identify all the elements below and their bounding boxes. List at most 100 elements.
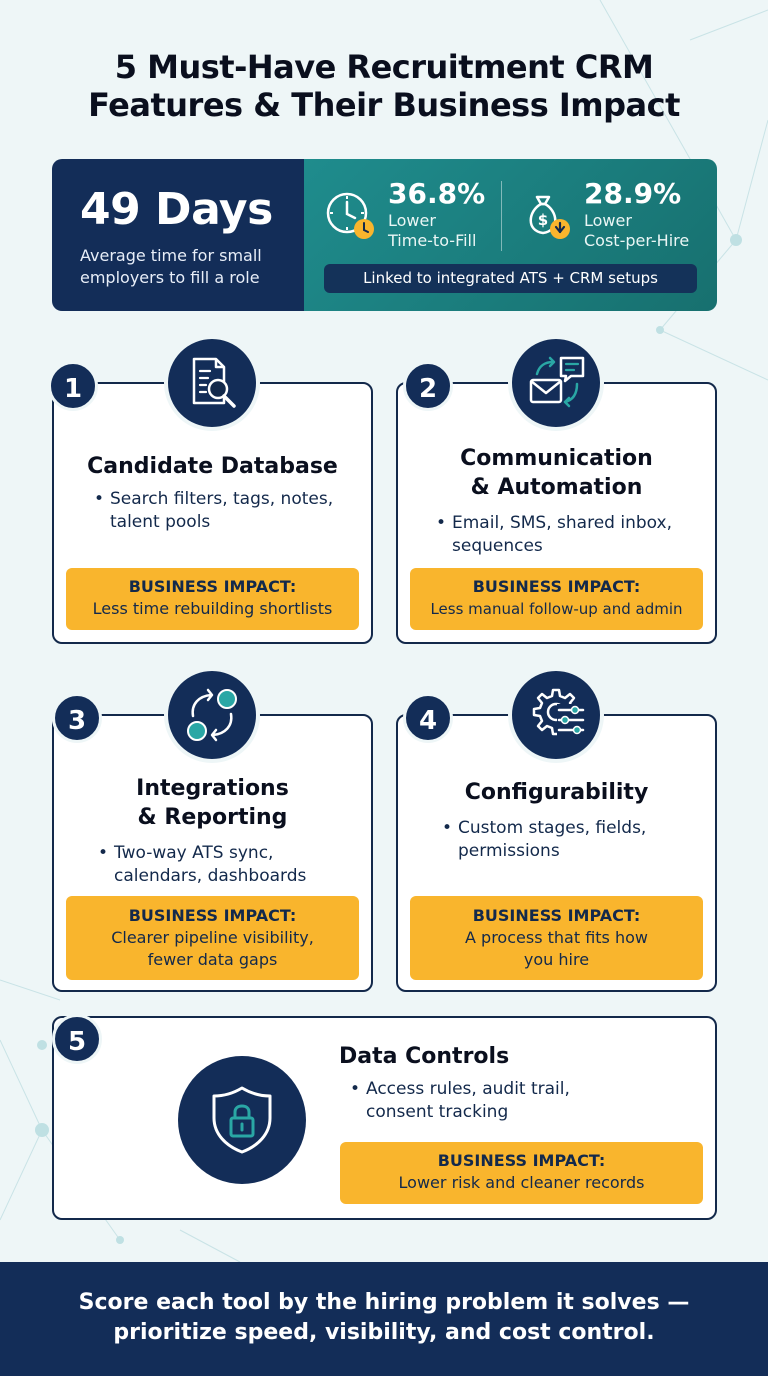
feature-4-number: 4 [403, 693, 453, 743]
feature-4-bullet: • Custom stages, fields, permissions [442, 817, 712, 863]
feature-3-impact-line-1: Clearer pipeline visibility, [111, 928, 314, 947]
feature-2-bullet: • Email, SMS, shared inbox, sequences [436, 512, 711, 558]
feature-1-bullet-line-2: talent pools [110, 512, 211, 532]
feature-5-title-line-1: Data Controls [339, 1044, 510, 1069]
feature-5-icon-circle [178, 1056, 306, 1184]
days-description: Average time for small employers to fill… [80, 245, 304, 289]
feature-1-number: 1 [48, 361, 98, 411]
feature-4-bullet-line-1: Custom stages, fields, [458, 818, 647, 838]
feature-2-impact-label: BUSINESS IMPACT: [472, 577, 641, 596]
days-desc-line-2: employers to fill a role [80, 268, 260, 287]
feature-3-icon-circle [164, 667, 260, 763]
time-to-fill-text: 36.8% Lower Time-to-Fill [388, 177, 485, 251]
feature-2-title-line-1: Communication [460, 446, 653, 471]
feature-card-1: Candidate Database • Search filters, tag… [52, 382, 373, 644]
feature-3-title-line-2: & Reporting [137, 805, 288, 830]
feature-card-5: Data Controls • Access rules, audit trai… [52, 1016, 717, 1220]
feature-4-impact-line-1: A process that fits how [465, 928, 648, 947]
feature-1-title: Candidate Database [54, 452, 371, 481]
time-to-fill-label-1: Lower [388, 211, 436, 230]
footer-line-1: Score each tool by the hiring problem it… [78, 1290, 690, 1315]
bullet-dot: • [94, 489, 105, 509]
feature-1-icon-circle [164, 335, 260, 431]
cost-per-hire-label-1: Lower [584, 211, 632, 230]
feature-5-impact-text: Lower risk and cleaner records [398, 1173, 645, 1192]
feature-1-impact-label: BUSINESS IMPACT: [128, 577, 297, 596]
feature-3-bullet: • Two-way ATS sync, calendars, dashboards [98, 842, 368, 888]
feature-2-icon-circle [508, 335, 604, 431]
feature-3-impact-text: Clearer pipeline visibility, fewer data … [66, 927, 359, 971]
feature-3-impact: BUSINESS IMPACT: Clearer pipeline visibi… [66, 896, 359, 980]
feature-2-bullet-line-2: sequences [452, 536, 543, 556]
time-to-fill-label-2: Time-to-Fill [388, 231, 477, 250]
bullet-dot: • [436, 513, 447, 533]
feature-1-impact: BUSINESS IMPACT: Less time rebuilding sh… [66, 568, 359, 630]
feature-1-bullet: • Search filters, tags, notes, talent poo… [94, 488, 364, 534]
shield-lock-icon [212, 1086, 272, 1154]
feature-4-impact-line-2: you hire [523, 950, 590, 969]
feature-2-impact-text: Less manual follow-up and admin [430, 600, 683, 618]
feature-2-number: 2 [403, 361, 453, 411]
linked-note: Linked to integrated ATS + CRM setups [324, 264, 697, 293]
feature-1-title-line-1: Candidate Database [87, 454, 338, 479]
feature-4-impact-label: BUSINESS IMPACT: [472, 906, 641, 925]
feature-1-impact-text: Less time rebuilding shortlists [92, 599, 333, 618]
feature-1-bullet-line-1: Search filters, tags, notes, [110, 489, 334, 509]
footer-banner: Score each tool by the hiring problem it… [0, 1262, 768, 1376]
feature-4-impact: BUSINESS IMPACT: A process that fits how… [410, 896, 703, 980]
time-to-fill-value: 36.8% [388, 177, 486, 210]
feature-3-title-line-1: Integrations [136, 776, 289, 801]
feature-4-icon-circle [508, 667, 604, 763]
stats-divider [501, 181, 502, 251]
bullet-dot: • [442, 818, 453, 838]
feature-4-bullet-line-2: permissions [458, 841, 560, 861]
stats-banner: 49 Days Average time for small employers… [52, 159, 717, 311]
cost-per-hire-text: 28.9% Lower Cost-per-Hire [584, 177, 689, 251]
feature-3-impact-label: BUSINESS IMPACT: [128, 906, 297, 925]
feature-5-title: Data Controls [339, 1042, 639, 1071]
feature-2-title-line-2: & Automation [470, 475, 643, 500]
feature-5-impact-label: BUSINESS IMPACT: [437, 1151, 606, 1170]
feature-3-number: 3 [52, 693, 102, 743]
feature-5-bullet: • Access rules, audit trail, consent trac… [350, 1078, 680, 1124]
cost-per-hire-stat: $ 28.9% Lower Cost-per-Hire [518, 177, 689, 251]
title-line-2: Features & Their Business Impact [88, 86, 680, 124]
feature-5-impact: BUSINESS IMPACT: Lower risk and cleaner … [340, 1142, 703, 1204]
feature-4-title: Configurability [398, 778, 715, 807]
days-panel: 49 Days Average time for small employers… [52, 159, 304, 311]
cost-per-hire-label: Lower Cost-per-Hire [584, 211, 689, 251]
feature-5-bullet-line-2: consent tracking [366, 1102, 509, 1122]
feature-3-title: Integrations & Reporting [54, 774, 371, 832]
feature-4-title-line-1: Configurability [464, 780, 649, 805]
svg-text:$: $ [538, 211, 548, 229]
feature-2-bullet-line-1: Email, SMS, shared inbox, [452, 513, 672, 533]
bullet-dot: • [98, 843, 109, 863]
time-to-fill-stat: 36.8% Lower Time-to-Fill [322, 177, 485, 251]
money-bag-icon: $ [529, 195, 570, 239]
bullet-dot: • [350, 1079, 361, 1099]
cost-per-hire-value: 28.9% [584, 177, 682, 210]
feature-2-title: Communication & Automation [398, 444, 715, 502]
title-line-1: 5 Must-Have Recruitment CRM [114, 48, 654, 86]
time-to-fill-label: Lower Time-to-Fill [388, 211, 485, 251]
feature-5-bullet-line-1: Access rules, audit trail, [366, 1079, 570, 1099]
feature-4-impact-text: A process that fits how you hire [410, 927, 703, 971]
feature-3-bullet-line-1: Two-way ATS sync, [114, 843, 274, 863]
document-search-icon [192, 357, 236, 408]
sync-icon [187, 688, 237, 742]
gear-sliders-icon [532, 688, 585, 738]
envelope-chat-icon [529, 356, 585, 408]
clock-icon [326, 192, 374, 239]
footer-line-2: prioritize speed, visibility, and cost c… [113, 1320, 655, 1345]
days-desc-line-1: Average time for small [80, 246, 262, 265]
feature-3-impact-line-2: fewer data gaps [147, 950, 278, 969]
cost-per-hire-label-2: Cost-per-Hire [584, 231, 690, 250]
feature-3-bullet-line-2: calendars, dashboards [114, 866, 307, 886]
page-title: 5 Must-Have Recruitment CRM Features & T… [20, 48, 748, 124]
feature-5-number: 5 [52, 1014, 102, 1064]
feature-2-impact: BUSINESS IMPACT: Less manual follow-up a… [410, 568, 703, 630]
reduction-panel: 36.8% Lower Time-to-Fill $ [304, 159, 717, 311]
days-value: 49 Days [80, 184, 273, 235]
